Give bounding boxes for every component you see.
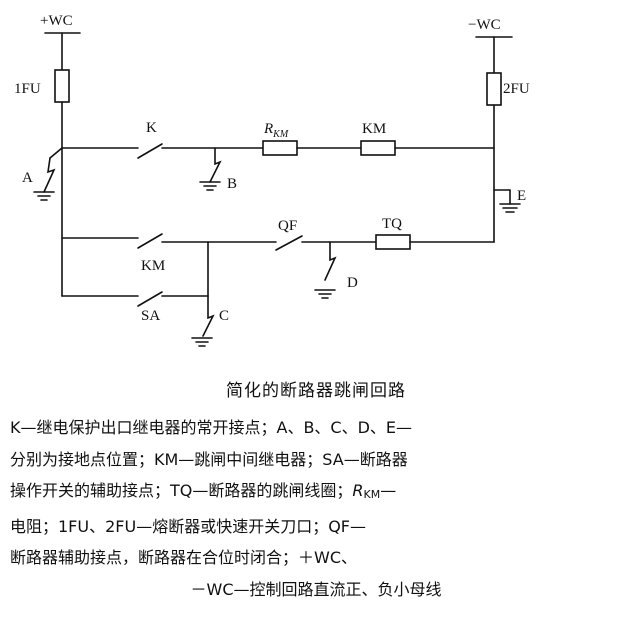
ground-d-icon xyxy=(314,241,337,299)
contact-sa xyxy=(137,291,163,307)
right-rail xyxy=(475,36,513,243)
resistor-r-km xyxy=(262,140,298,156)
fuse-1fu xyxy=(54,69,70,103)
d-label: D xyxy=(347,275,358,291)
b-label: B xyxy=(227,176,237,192)
caption-line-3: 操作开关的辅助接点；TQ—断路器的跳闸线圈；RKM— xyxy=(10,481,397,501)
caption-line-4: 电阻；1FU、2FU—熔断器或快速开关刀口；QF— xyxy=(10,516,366,536)
a-label: A xyxy=(22,170,33,186)
k-label: K xyxy=(146,120,157,136)
row-qf-tq xyxy=(61,233,495,251)
row-k-km xyxy=(61,140,495,159)
km-mid-label: KM xyxy=(141,258,165,274)
row-sa xyxy=(61,241,209,307)
contact-km xyxy=(137,233,163,249)
caption-line-6: －WC—控制回路直流正、负小母线 xyxy=(190,579,442,599)
caption-line-1: K—继电保护出口继电器的常开接点；A、B、C、D、E— xyxy=(10,418,413,437)
tq-label: TQ xyxy=(382,216,402,232)
km-top-label: KM xyxy=(362,121,386,137)
qf-label: QF xyxy=(278,218,297,234)
sa-label: SA xyxy=(141,308,160,324)
caption-line-5: 断路器辅助接点，断路器在合位时闭合；＋WC、 xyxy=(10,548,357,567)
ground-e-icon xyxy=(493,189,521,213)
fuse-2fu xyxy=(486,72,502,106)
e-label: E xyxy=(517,188,526,204)
caption-line-2: 分别为接地点位置；KM—跳闸中间继电器；SA—断路器 xyxy=(10,449,408,469)
fu1-label: 1FU xyxy=(14,81,41,97)
trip-circuit-diagram: +WC −WC 1FU 2FU K RKM KM A xyxy=(14,13,530,347)
caption-body: K—继电保护出口继电器的常开接点；A、B、C、D、E— 分别为接地点位置；KM—… xyxy=(10,412,622,605)
coil-tq xyxy=(375,234,411,250)
plus-wc-label: +WC xyxy=(40,13,73,29)
minus-wc-label: −WC xyxy=(468,17,501,33)
r-km-label: RKM xyxy=(263,121,289,140)
ground-c-icon xyxy=(191,295,215,347)
c-label: C xyxy=(219,308,229,324)
ground-b-icon xyxy=(199,147,222,191)
fu2-label: 2FU xyxy=(503,81,530,97)
contact-qf xyxy=(275,235,303,251)
caption-title: 简化的断路器跳闸回路 xyxy=(226,381,406,401)
coil-km xyxy=(360,140,396,156)
ground-a-icon xyxy=(33,147,63,201)
left-rail xyxy=(44,32,81,297)
contact-k xyxy=(137,143,163,159)
